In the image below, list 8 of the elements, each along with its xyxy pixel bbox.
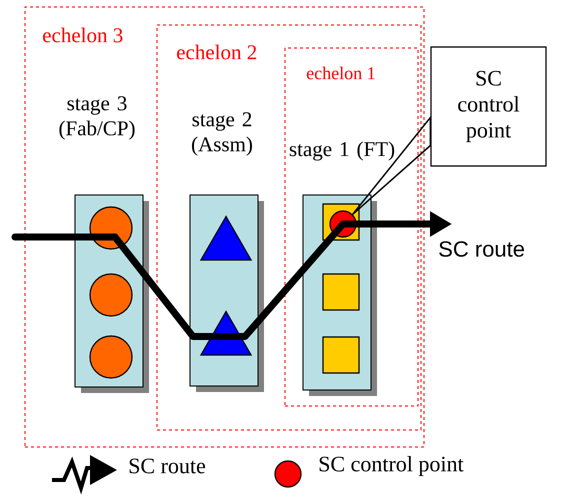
stage-label: stage 2 (Assm) (192, 112, 252, 156)
legend-text: SC control point (320, 456, 464, 476)
stage-label: stage 1 (FT) (290, 141, 394, 161)
route-label: SC route (439, 241, 524, 257)
legend-text: SC route (130, 458, 206, 474)
callout-pointer (352, 115, 432, 216)
callout-box: SC control point (430, 46, 547, 167)
stage-label: stage 3 (Fab/CP) (59, 96, 135, 140)
